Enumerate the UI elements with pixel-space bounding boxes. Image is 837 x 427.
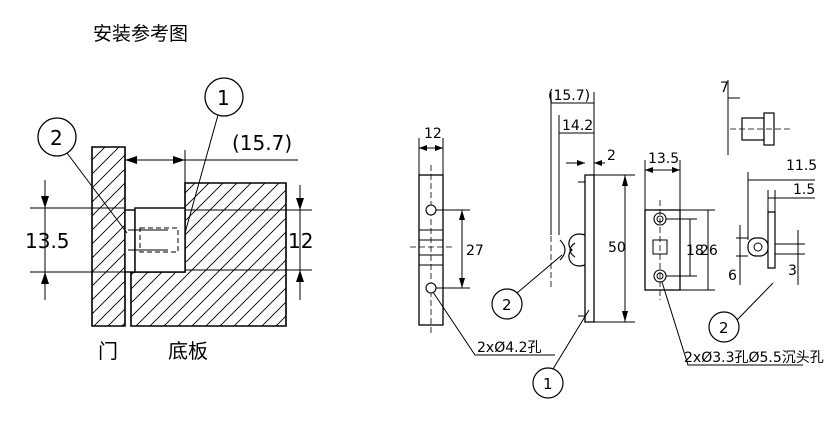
door-section xyxy=(91,146,126,327)
mounting-plate: 13.5 18 26 2xØ3.3孔Ø5.5沉头孔 xyxy=(644,151,824,366)
svg-text:6: 6 xyxy=(728,268,737,284)
installation-view: 13.5 12 (15.7) 2 1 门 底板 xyxy=(25,77,313,363)
svg-text:2: 2 xyxy=(502,296,512,314)
dim-15-7: (15.7) xyxy=(125,131,298,185)
svg-text:1: 1 xyxy=(217,86,230,110)
svg-text:11.5: 11.5 xyxy=(786,158,817,174)
svg-text:(15.7): (15.7) xyxy=(548,88,590,104)
small-bushing-part: 7 11.5 1.5 6 3 2 xyxy=(708,80,817,343)
svg-text:2: 2 xyxy=(50,126,63,150)
drawing-title: 安装参考图 xyxy=(93,23,188,45)
svg-text:(15.7): (15.7) xyxy=(232,131,292,155)
side-profile-part: (15.7) 14.2 2 50 2 1 xyxy=(491,88,635,399)
svg-text:2xØ4.2孔: 2xØ4.2孔 xyxy=(477,340,541,356)
dim-12: 12 xyxy=(185,185,313,300)
svg-text:3: 3 xyxy=(788,263,797,279)
svg-text:18: 18 xyxy=(686,243,704,259)
svg-text:12: 12 xyxy=(424,126,442,142)
balloon-1-install: 1 xyxy=(184,77,244,234)
label-base: 底板 xyxy=(168,339,208,363)
svg-text:13.5: 13.5 xyxy=(25,229,70,253)
svg-text:12: 12 xyxy=(288,229,313,253)
striker-part-outline xyxy=(134,207,186,273)
svg-text:26: 26 xyxy=(700,243,718,259)
svg-text:27: 27 xyxy=(466,243,484,259)
svg-text:7: 7 xyxy=(720,80,729,96)
svg-text:14.2: 14.2 xyxy=(562,118,593,134)
catch-part-front: 12 27 2xØ4.2孔 xyxy=(410,126,555,356)
label-door: 门 xyxy=(98,339,118,363)
svg-text:1: 1 xyxy=(543,375,553,393)
svg-text:50: 50 xyxy=(608,240,626,256)
catch-part-outline xyxy=(124,209,136,273)
dim-13-5: 13.5 xyxy=(25,180,131,300)
svg-text:2: 2 xyxy=(607,148,616,164)
svg-text:2: 2 xyxy=(719,319,729,337)
balloon-2-install: 2 xyxy=(37,117,128,234)
svg-text:2xØ3.3孔Ø5.5沉头孔: 2xØ3.3孔Ø5.5沉头孔 xyxy=(684,350,824,366)
svg-text:13.5: 13.5 xyxy=(648,151,679,167)
svg-text:1.5: 1.5 xyxy=(793,182,815,198)
